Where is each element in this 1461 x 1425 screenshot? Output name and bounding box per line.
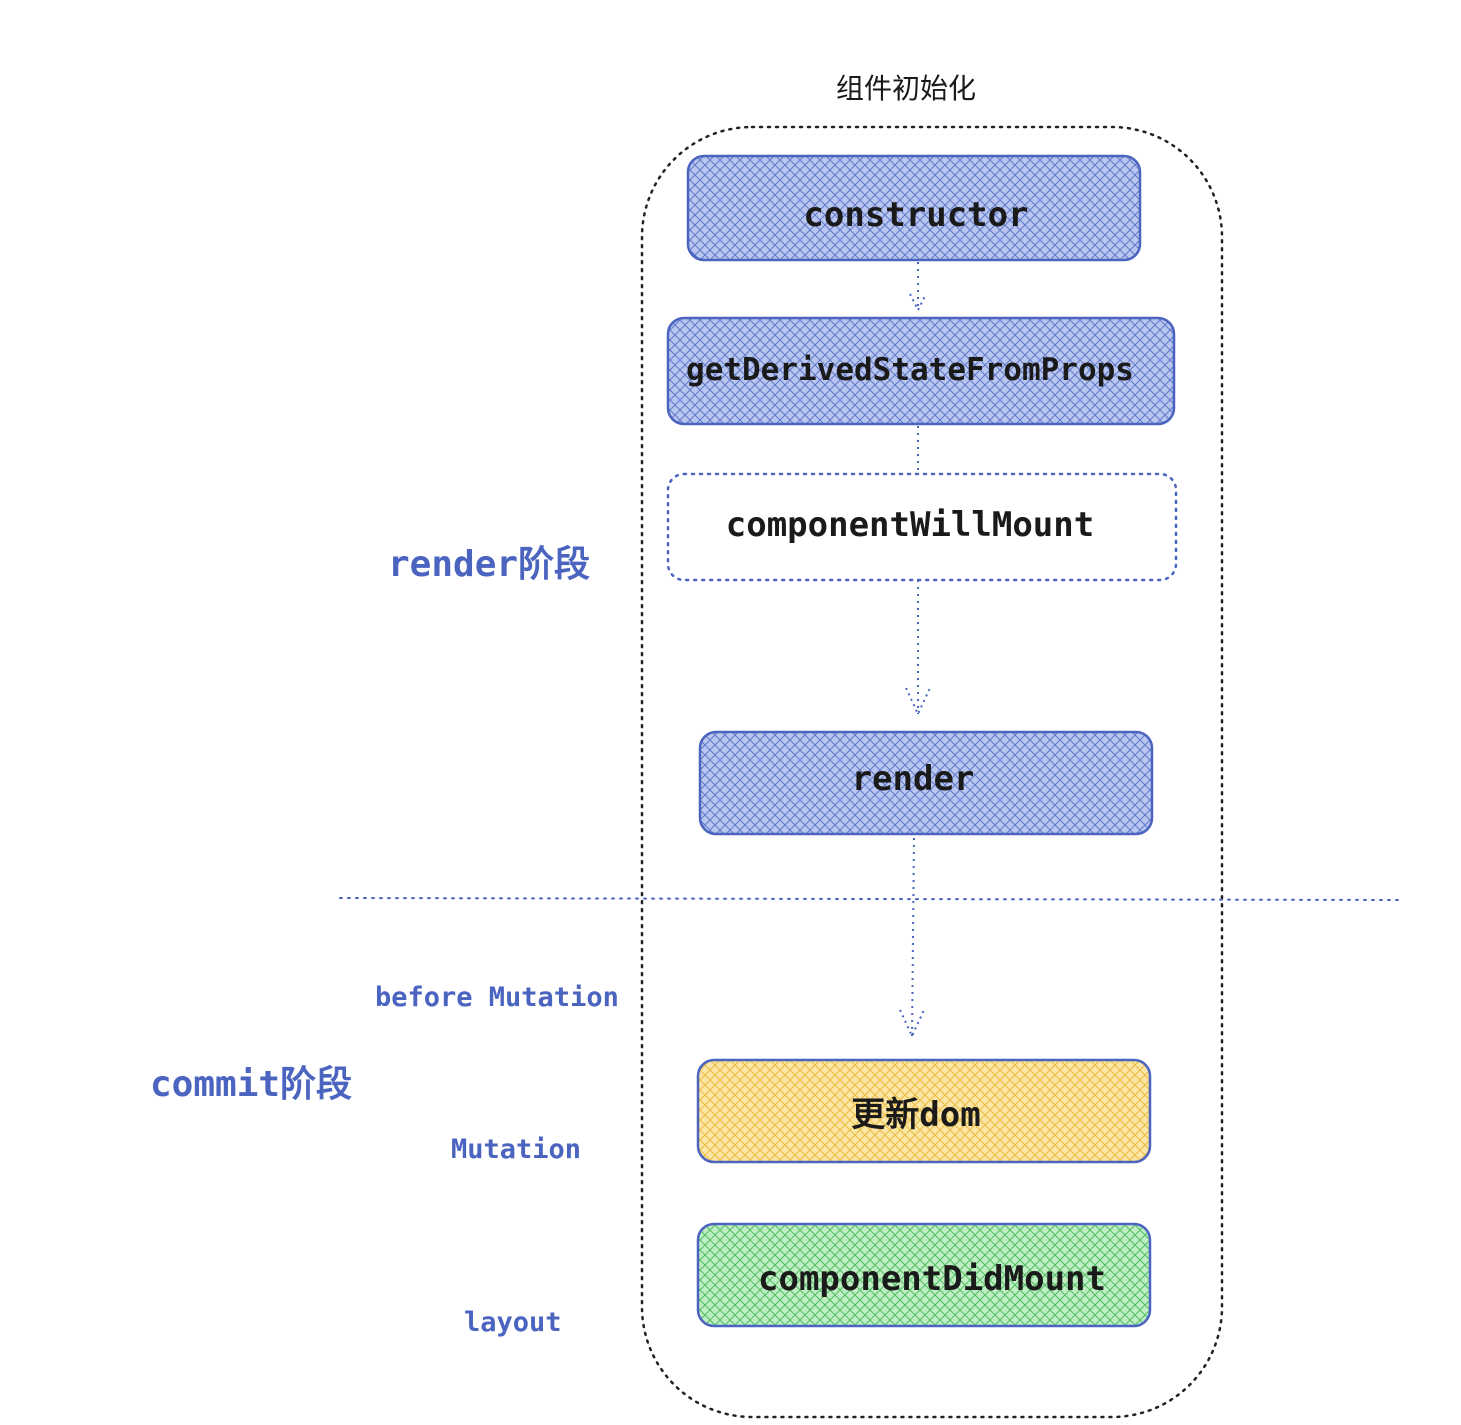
node-get-derived-state-from-props: getDerivedStateFromProps [666,316,1176,426]
arrowhead-1 [909,293,927,313]
node-constructor: constructor [686,154,1142,262]
commit-phase-label: commit阶段 [150,1064,352,1105]
node-component-did-mount: componentDidMount [696,1222,1152,1328]
node-render-label: render [852,759,975,799]
node-render: render [698,730,1154,836]
diagram-title: 组件初始化 [836,72,976,105]
node-cwm-label: componentWillMount [726,505,1094,545]
node-update-dom-label: 更新dom [851,1095,980,1135]
node-cdm-label: componentDidMount [758,1259,1106,1299]
node-component-will-mount: componentWillMount [666,472,1178,582]
phase-divider [339,897,1399,901]
node-update-dom: 更新dom [696,1058,1152,1164]
before-mutation-label: before Mutation [375,982,619,1013]
node-gdsfp-label: getDerivedStateFromProps [686,352,1134,388]
node-constructor-label: constructor [803,195,1028,235]
layout-label: layout [464,1307,562,1338]
connector-render-dom [911,837,915,1037]
initialization-container [640,125,1224,1419]
mutation-label: Mutation [451,1134,581,1165]
render-phase-label: render阶段 [388,544,590,585]
